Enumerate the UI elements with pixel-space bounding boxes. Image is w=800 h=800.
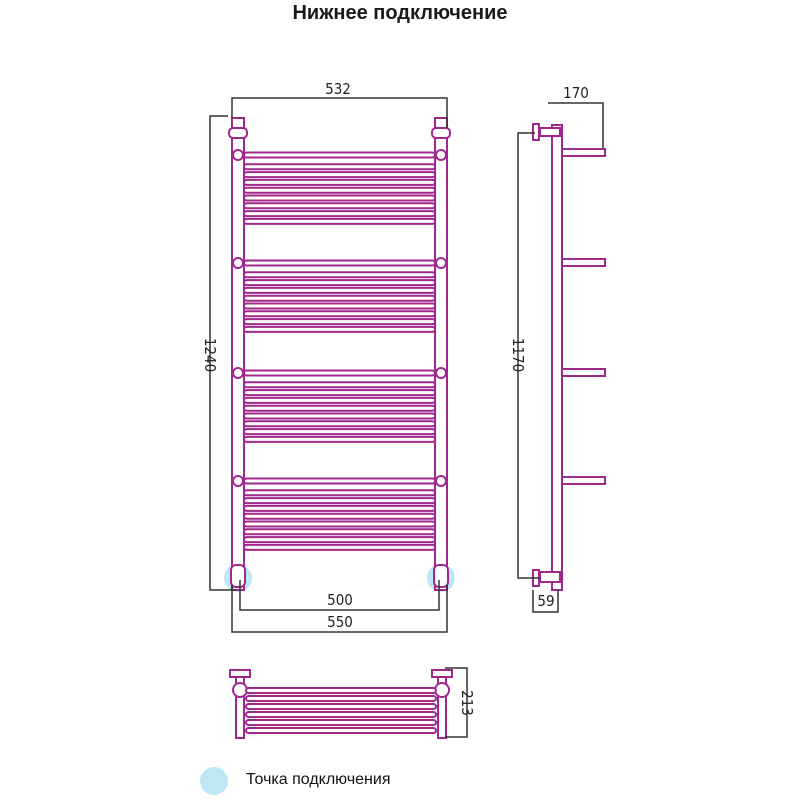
top-view-rail <box>245 703 437 710</box>
bottom-connector <box>433 564 449 588</box>
dim-213: 213 <box>458 690 476 716</box>
horizontal-rail <box>243 318 436 326</box>
horizontal-rail <box>243 512 436 520</box>
horizontal-rail <box>243 294 436 302</box>
horizontal-rail <box>243 151 436 159</box>
top-view-rail <box>245 687 437 694</box>
top-view-collector <box>235 671 245 739</box>
horizontal-rail <box>243 325 436 333</box>
horizontal-rail <box>243 171 436 179</box>
top-view-collector <box>437 671 447 739</box>
side-top-nut <box>539 127 561 137</box>
rail-joint <box>435 149 447 161</box>
horizontal-rail <box>243 202 436 210</box>
dim-170: 170 <box>563 84 589 102</box>
front-view <box>224 117 455 592</box>
diagram-title: Нижнее подключение <box>292 2 508 24</box>
horizontal-rail <box>243 178 436 186</box>
top-view-rail <box>245 719 437 726</box>
horizontal-rail <box>243 543 436 551</box>
wall-bracket <box>561 476 606 485</box>
rail-joint <box>232 367 244 379</box>
dim-1240: 1240 <box>201 338 219 372</box>
horizontal-rail <box>243 536 436 544</box>
horizontal-rail <box>243 286 436 294</box>
bottom-connector <box>230 564 246 588</box>
rail-joint <box>435 257 447 269</box>
rail-joint <box>435 475 447 487</box>
top-view-valve <box>232 682 248 698</box>
horizontal-rail <box>243 528 436 536</box>
vertical-collector <box>434 117 448 591</box>
legend-label: Точка подключения <box>246 771 391 788</box>
horizontal-rail <box>243 163 436 171</box>
horizontal-rail <box>243 194 436 202</box>
connection-point-legend-icon <box>200 767 228 795</box>
dimension-lines <box>209 97 604 738</box>
top-view-rail <box>245 695 437 702</box>
horizontal-rail <box>243 210 436 218</box>
top-view <box>229 669 453 739</box>
horizontal-rail <box>243 279 436 287</box>
top-nut <box>228 127 248 139</box>
horizontal-rail <box>243 271 436 279</box>
horizontal-rail <box>243 520 436 528</box>
horizontal-rail <box>243 404 436 412</box>
horizontal-rail <box>243 396 436 404</box>
top-view-flange <box>229 669 251 678</box>
side-bottom-connector <box>539 571 561 583</box>
horizontal-rail <box>243 186 436 194</box>
top-view-flange <box>431 669 453 678</box>
dim-500: 500 <box>327 591 353 609</box>
horizontal-rail <box>243 489 436 497</box>
horizontal-rail <box>243 302 436 310</box>
horizontal-rail <box>243 435 436 443</box>
horizontal-rail <box>243 497 436 505</box>
wall-bracket <box>561 368 606 377</box>
side-view <box>532 123 606 591</box>
rail-joint <box>232 149 244 161</box>
dim-59: 59 <box>537 592 554 610</box>
dim-1170: 1170 <box>509 338 527 372</box>
top-view-rail <box>245 711 437 718</box>
top-view-rail <box>245 727 437 734</box>
wall-bracket <box>561 148 606 157</box>
horizontal-rail <box>243 310 436 318</box>
rail-joint <box>232 475 244 487</box>
horizontal-rail <box>243 412 436 420</box>
side-top-valve <box>532 123 540 141</box>
horizontal-rail <box>243 259 436 267</box>
horizontal-rail <box>243 477 436 485</box>
vertical-collector <box>231 117 245 591</box>
top-nut <box>431 127 451 139</box>
rail-joint <box>232 257 244 269</box>
horizontal-rail <box>243 504 436 512</box>
horizontal-rail <box>243 420 436 428</box>
top-view-valve <box>434 682 450 698</box>
horizontal-rail <box>243 389 436 397</box>
wall-bracket <box>561 258 606 267</box>
dim-550: 550 <box>327 613 353 631</box>
horizontal-rail <box>243 428 436 436</box>
horizontal-rail <box>243 381 436 389</box>
horizontal-rail <box>243 217 436 225</box>
dim-532: 532 <box>325 80 351 98</box>
rail-joint <box>435 367 447 379</box>
horizontal-rail <box>243 369 436 377</box>
side-collector <box>551 124 563 591</box>
